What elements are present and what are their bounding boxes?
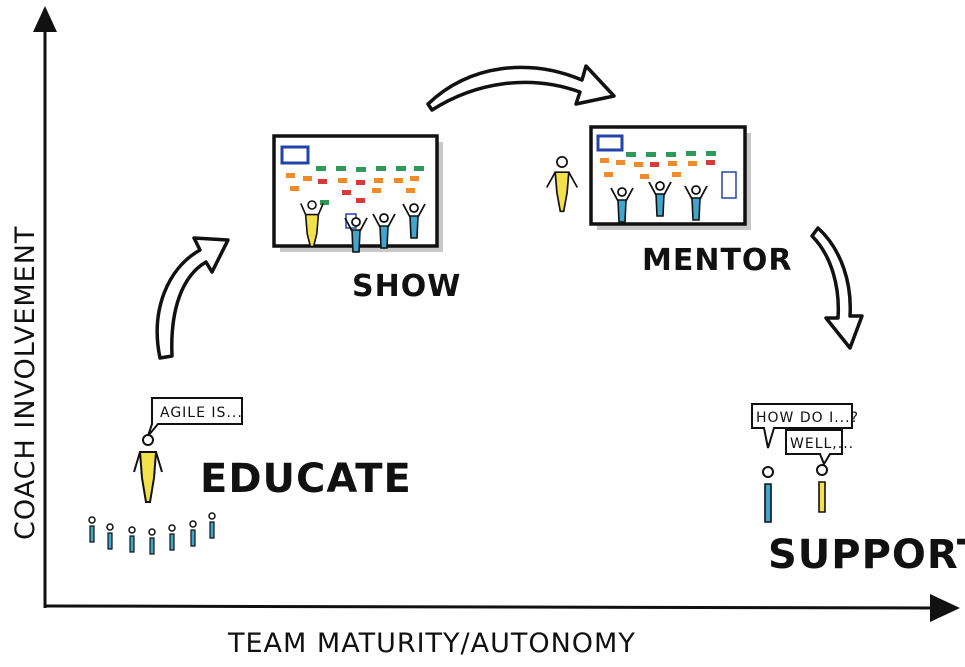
coach-figure — [133, 434, 163, 503]
show-label: SHOW — [352, 269, 461, 304]
team-member-asking — [762, 466, 774, 523]
arrow-educate-to-show — [155, 236, 230, 360]
support-stage: HOW DO I...? WELL,... SUPPORT — [751, 403, 965, 578]
support-answer-text: WELL,... — [790, 436, 854, 452]
arrow-show-to-mentor — [426, 64, 616, 112]
x-axis — [44, 594, 960, 622]
educate-speech-text: AGILE IS... — [160, 405, 243, 421]
audience-group — [88, 512, 216, 555]
show-stage: SHOW — [272, 134, 461, 304]
coach-answering — [816, 464, 828, 513]
answer-speech-bubble: WELL,... — [785, 429, 854, 467]
question-speech-bubble: HOW DO I...? — [751, 403, 859, 449]
sticky-notes — [600, 151, 737, 199]
coach-figure-mentor — [545, 156, 579, 213]
educate-label: EDUCATE — [200, 456, 412, 502]
mentor-stage: MENTOR — [545, 125, 793, 278]
x-axis-label: TEAM MATURITY/AUTONOMY — [227, 628, 636, 659]
y-axis — [33, 6, 57, 608]
educate-stage: AGILE IS... EDUCATE — [88, 397, 412, 555]
support-label: SUPPORT — [768, 532, 965, 578]
support-question-text: HOW DO I...? — [756, 410, 859, 426]
y-axis-label: COACH INVOLVEMENT — [10, 226, 41, 540]
mentor-label: MENTOR — [642, 243, 793, 278]
educate-speech-bubble: AGILE IS... — [147, 397, 243, 437]
arrow-mentor-to-support — [810, 226, 864, 350]
coach-figure-show — [300, 200, 324, 248]
